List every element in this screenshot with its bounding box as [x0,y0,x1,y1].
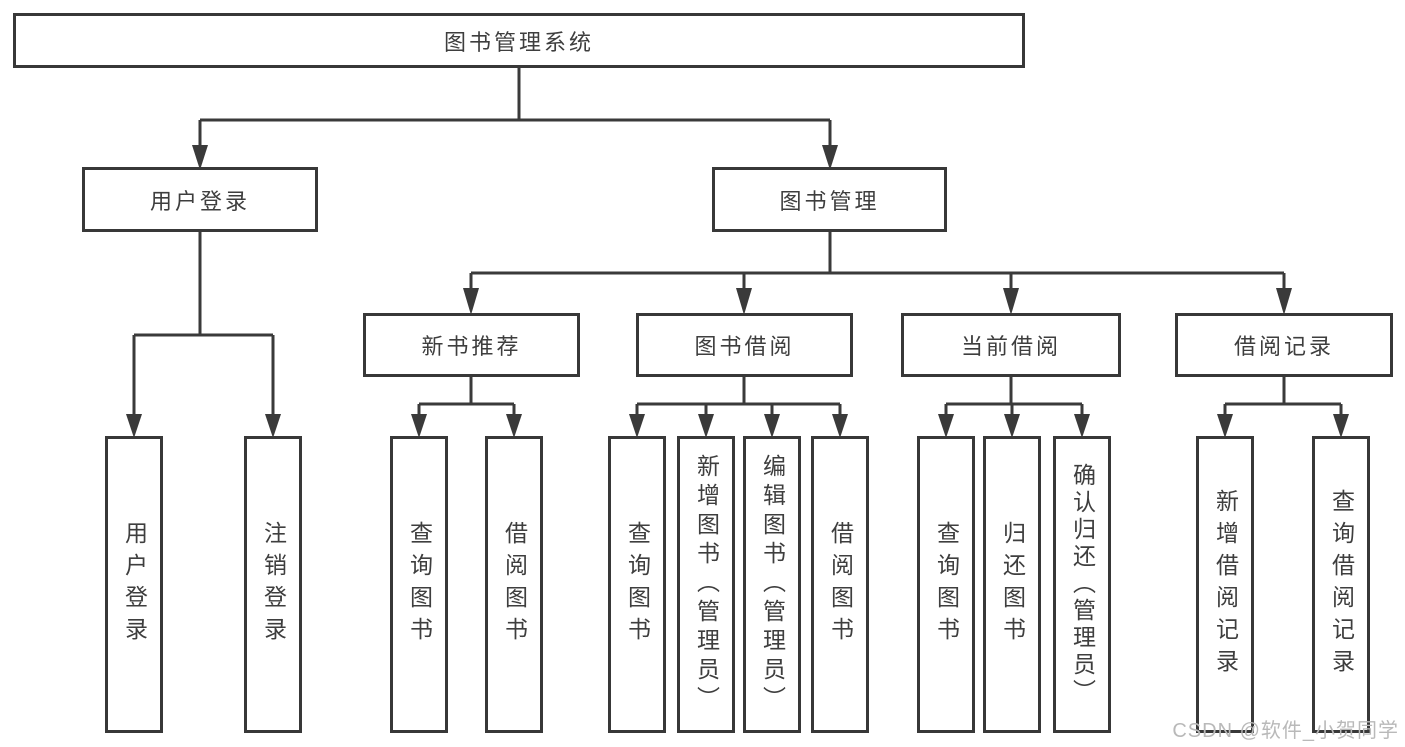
leaf-borrow-edit-books-admin: 编辑图书（管理员） [743,436,801,733]
node-book-management-label: 图书管理 [779,188,880,214]
leaf-borrow-query-books: 查询图书 [608,436,666,733]
leaf-recommend-borrow-books-label: 借阅图书 [501,520,528,649]
leaf-current-return-books-label: 归还图书 [999,520,1026,649]
leaf-current-query-books: 查询图书 [917,436,975,733]
connector-borrow-to-leaves [629,377,848,438]
node-user-login: 用户登录 [82,167,318,232]
leaf-recommend-query-books-label: 查询图书 [406,520,433,649]
leaf-recommend-borrow-books: 借阅图书 [485,436,543,733]
leaf-logout-label: 注销登录 [260,520,287,649]
leaf-user-login-label: 用户登录 [121,520,148,649]
connector-management-to-level3 [463,232,1292,315]
leaf-current-confirm-return-admin-label: 确认归还（管理员） [1069,463,1096,706]
leaf-borrow-borrow-books: 借阅图书 [811,436,869,733]
leaf-records-add-record: 新增借阅记录 [1196,436,1254,733]
node-user-login-label: 用户登录 [149,188,250,214]
node-book-borrow-label: 图书借阅 [694,334,795,359]
leaf-borrow-add-books-admin-label: 新增图书（管理员） [693,454,720,715]
leaf-records-query-record-label: 查询借阅记录 [1328,488,1355,681]
leaf-borrow-borrow-books-label: 借阅图书 [827,520,854,649]
connector-login-to-leaves [126,232,281,438]
leaf-borrow-edit-books-admin-label: 编辑图书（管理员） [759,454,786,715]
node-current-borrow: 当前借阅 [901,313,1121,377]
leaf-current-query-books-label: 查询图书 [933,520,960,649]
node-new-book-recommend: 新书推荐 [363,313,580,377]
connector-root-to-level2 [192,68,838,170]
leaf-logout: 注销登录 [244,436,302,733]
csdn-watermark: CSDN @软件_小贺同学 [1172,720,1399,742]
node-new-book-recommend-label: 新书推荐 [421,334,522,359]
node-current-borrow-label: 当前借阅 [960,334,1061,359]
node-borrow-records: 借阅记录 [1175,313,1393,377]
connector-current-to-leaves [938,377,1090,438]
node-root-label: 图书管理系统 [443,29,594,55]
leaf-records-add-record-label: 新增借阅记录 [1212,488,1239,681]
node-borrow-records-label: 借阅记录 [1233,334,1334,359]
leaf-recommend-query-books: 查询图书 [390,436,448,733]
node-book-management: 图书管理 [712,167,947,232]
leaf-user-login: 用户登录 [105,436,163,733]
leaf-current-confirm-return-admin: 确认归还（管理员） [1053,436,1111,733]
node-root-system: 图书管理系统 [13,13,1025,68]
node-book-borrow: 图书借阅 [636,313,853,377]
connector-recommend-to-leaves [411,377,522,438]
leaf-records-query-record: 查询借阅记录 [1312,436,1370,733]
connector-records-to-leaves [1217,377,1349,438]
leaf-current-return-books: 归还图书 [983,436,1041,733]
leaf-borrow-query-books-label: 查询图书 [624,520,651,649]
leaf-borrow-add-books-admin: 新增图书（管理员） [677,436,735,733]
